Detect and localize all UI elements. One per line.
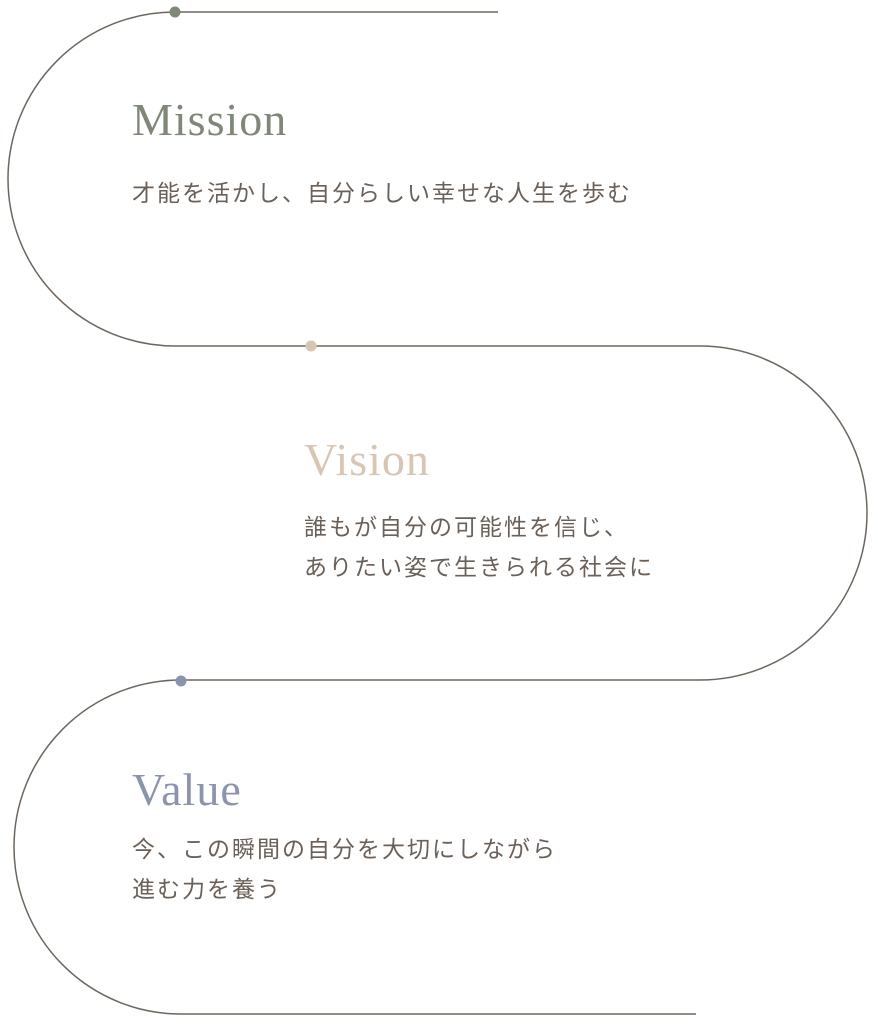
value-text: 今、この瞬間の自分を大切にしながら 進む力を養う — [132, 830, 557, 910]
value-line: 今、この瞬間の自分を大切にしながら — [132, 837, 557, 863]
value-line: 進む力を養う — [132, 877, 282, 903]
mission-text: 才能を活かし、自分らしい幸せな人生を歩む — [132, 174, 632, 214]
value-dot — [175, 675, 187, 687]
mission-title: Mission — [132, 94, 288, 145]
vision-dot — [305, 340, 317, 352]
vision-line: 誰もが自分の可能性を信じ、 — [304, 515, 629, 541]
vision-title: Vision — [304, 434, 430, 485]
vision-text: 誰もが自分の可能性を信じ、 ありたい姿で生きられる社会に — [304, 508, 654, 588]
mission-dot — [169, 6, 181, 18]
value-title: Value — [132, 764, 242, 815]
mission-line: 才能を活かし、自分らしい幸せな人生を歩む — [132, 181, 632, 207]
vision-line: ありたい姿で生きられる社会に — [304, 555, 654, 581]
